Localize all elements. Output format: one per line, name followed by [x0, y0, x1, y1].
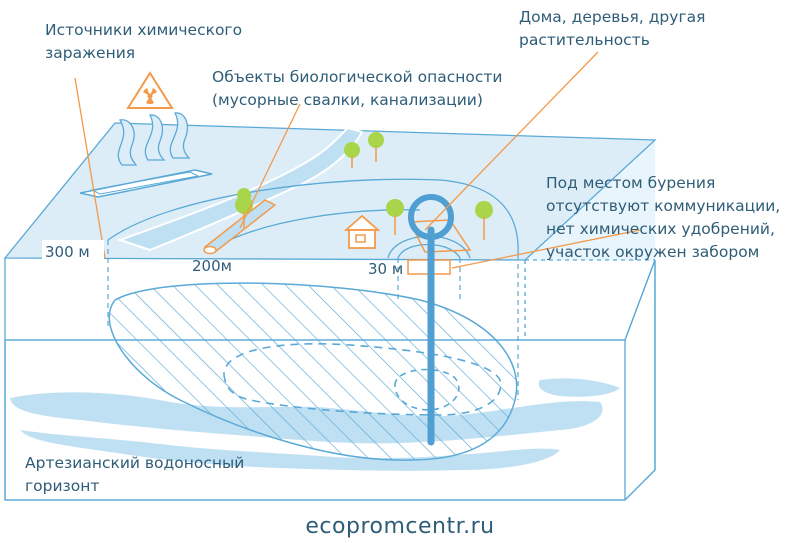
- protection-zone-hatched: [108, 282, 518, 461]
- label-aquifer: Артезианский водоносный горизонт: [25, 454, 249, 495]
- label-drilling-site: Под местом бурения отсутствуют коммуника…: [546, 174, 785, 261]
- leader-lines: [74, 51, 641, 269]
- well-icon: [408, 194, 454, 446]
- house-icon: [343, 214, 381, 249]
- tree-icon: [475, 201, 493, 240]
- distance-200m: 200м: [192, 257, 232, 275]
- radiation-warning-icon: [126, 71, 174, 109]
- inner-zone-dashed: [223, 342, 502, 416]
- chemical-factory-icon: [79, 112, 213, 198]
- tree-icon: [344, 142, 360, 168]
- distance-30m: 30 м: [368, 260, 403, 278]
- tree-icon: [386, 199, 404, 235]
- website-url: ecopromcentr.ru: [305, 514, 494, 539]
- label-chemical-sources: Источники химического заражения: [45, 21, 247, 62]
- zone-300m-boundary: [107, 178, 519, 256]
- stream: [116, 126, 364, 252]
- sewage-pipe-icon: [203, 199, 277, 255]
- label-vegetation: Дома, деревья, другая растительность: [519, 8, 710, 49]
- distance-300m: 300 м: [45, 243, 90, 261]
- label-bio-hazard: Объекты биологической опасности (мусорны…: [212, 68, 507, 109]
- tree-icon: [368, 132, 384, 162]
